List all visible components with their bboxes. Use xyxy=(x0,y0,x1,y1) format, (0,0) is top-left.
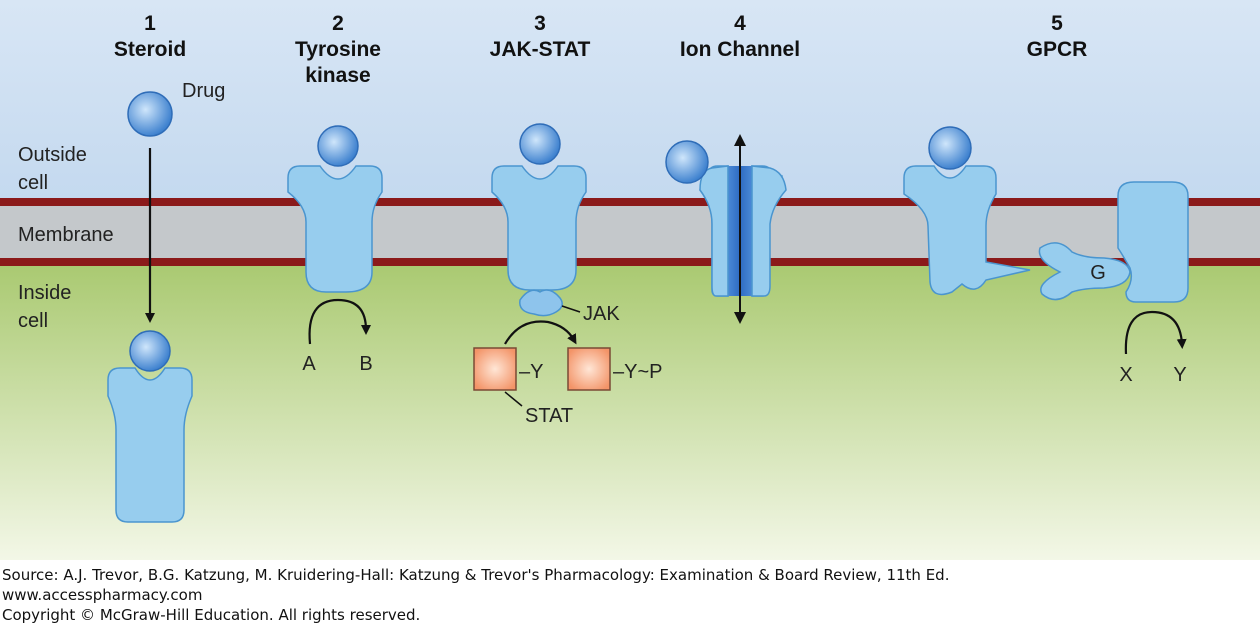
source-caption: Source: A.J. Trevor, B.G. Katzung, M. Kr… xyxy=(2,566,950,584)
gpcr-mechanism: G X Y xyxy=(903,126,1189,386)
jak-label: JAK xyxy=(583,303,620,325)
gpcr-receptor xyxy=(903,165,1031,296)
outside-cell-label-line2: cell xyxy=(18,172,48,194)
mechanism-3-number: 3 xyxy=(534,12,546,35)
stat-phosphorylated xyxy=(567,347,611,391)
mechanism-5-title: GPCR xyxy=(1027,38,1088,61)
tyrosine-kinase-receptor xyxy=(287,165,383,293)
drug-ligand-tyrosine-kinase xyxy=(317,125,359,167)
mechanism-1-title: Steroid xyxy=(114,38,186,61)
stat-phosphorylation-arrow xyxy=(504,320,577,345)
drug-label: Drug xyxy=(182,80,225,102)
membrane-outer-edge xyxy=(0,198,1260,206)
jak-pointer-line xyxy=(561,305,581,313)
cytokine-receptor xyxy=(491,165,587,291)
g-protein xyxy=(1038,242,1131,301)
receptor-mechanisms-diagram: Outside cell Membrane Inside cell 1 Ster… xyxy=(0,0,1260,560)
membrane-label: Membrane xyxy=(18,224,114,246)
mechanism-4-number: 4 xyxy=(734,12,746,35)
inside-cell-region xyxy=(0,262,1260,560)
drug-ligand-gpcr xyxy=(928,126,972,170)
ion-channel-mechanism xyxy=(665,134,787,324)
stat-phosphorylated-label: –Y~P xyxy=(613,361,662,383)
tk-substrate-label: A xyxy=(302,353,316,375)
mechanism-2-title-line2: kinase xyxy=(305,64,370,87)
stat-unphosphorylated xyxy=(473,347,517,391)
tyrosine-kinase-mechanism: A B xyxy=(287,125,383,375)
drug-ligand-jak-stat xyxy=(519,123,561,165)
drug-ligand-ion-channel xyxy=(665,140,709,184)
mechanism-1-number: 1 xyxy=(144,12,156,35)
gpcr-substrate-label: X xyxy=(1119,364,1132,386)
drug-ligand-steroid xyxy=(127,91,173,137)
jak-kinase xyxy=(519,289,563,317)
copyright-caption: Copyright © McGraw-Hill Education. All r… xyxy=(2,606,421,624)
stat-label: STAT xyxy=(525,405,573,427)
outside-cell-label-line1: Outside xyxy=(18,144,87,166)
mechanism-2-title-line1: Tyrosine xyxy=(295,38,381,61)
website-caption: www.accesspharmacy.com xyxy=(2,586,203,604)
g-protein-label: G xyxy=(1090,262,1106,284)
gpcr-reaction-arrow xyxy=(1124,310,1187,355)
tk-product-label: B xyxy=(359,353,372,375)
mechanism-4-title: Ion Channel xyxy=(680,38,800,61)
intracellular-receptor xyxy=(107,367,193,523)
tk-reaction-arrow xyxy=(308,298,371,345)
jak-stat-mechanism: JAK –Y –Y~P STAT xyxy=(473,123,662,427)
gpcr-product-label: Y xyxy=(1173,364,1186,386)
mechanism-5-number: 5 xyxy=(1051,12,1063,35)
ion-channel-subunit-right xyxy=(751,165,787,297)
outside-cell-region xyxy=(0,0,1260,200)
stat-pointer-line xyxy=(504,391,523,407)
steroid-mechanism: Drug xyxy=(107,80,225,523)
inside-cell-label-line2: cell xyxy=(18,310,48,332)
drug-ligand-bound-steroid xyxy=(129,330,171,372)
membrane-inner-edge xyxy=(0,258,1260,266)
mechanism-3-title: JAK-STAT xyxy=(490,38,591,61)
inside-cell-label-line1: Inside xyxy=(18,282,71,304)
stat-unphosphorylated-label: –Y xyxy=(519,361,543,383)
effector-protein xyxy=(1117,181,1189,303)
mechanism-2-number: 2 xyxy=(332,12,344,35)
